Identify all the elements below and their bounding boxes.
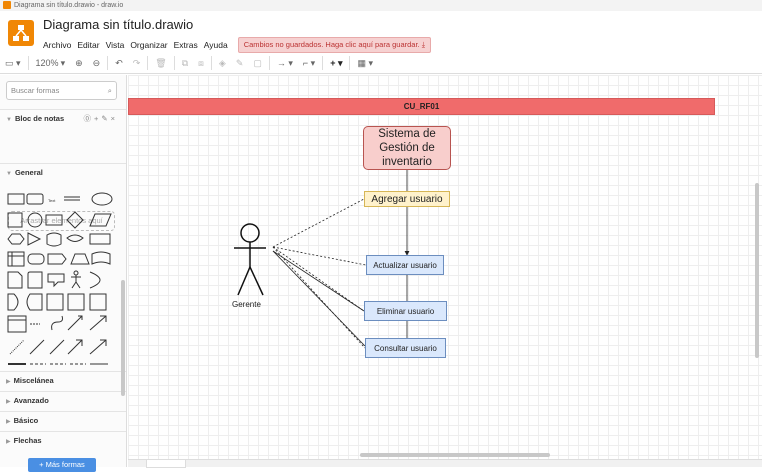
zoom-value: 120% xyxy=(35,58,59,68)
use-case-id-label: CU_RF01 xyxy=(403,102,440,111)
save-download-icon: ⤓ xyxy=(421,40,426,49)
section-general-header[interactable]: ▼General xyxy=(0,163,126,181)
expand-arrow-icon: ▶ xyxy=(6,419,11,425)
toolbar-divider xyxy=(107,56,109,70)
diagram-canvas[interactable]: CU_RF01 Sistema de Gestión de inventario… xyxy=(128,75,762,459)
use-case-update-label: Actualizar usuario xyxy=(373,260,437,270)
section-avanzado-header[interactable]: ▶Avanzado xyxy=(0,391,126,409)
use-case-title-bar[interactable]: CU_RF01 xyxy=(128,98,715,115)
section-basico-header[interactable]: ▶Básico xyxy=(0,411,126,429)
use-case-add-label: Agregar usuario xyxy=(371,193,443,205)
assoc-gerente-delete xyxy=(272,246,365,312)
scratchpad-actions[interactable]: ⓪+✎× xyxy=(83,114,118,123)
format-panel-toggle-button[interactable]: ▭ ▾ xyxy=(5,57,21,68)
search-shapes-input[interactable]: Buscar formas ⌕ xyxy=(6,81,117,100)
window-titlebar: Diagrama sin título.drawio - draw.io xyxy=(0,0,762,11)
to-back-icon[interactable]: ⧈ xyxy=(198,57,204,68)
unsaved-label: Cambios no guardados. Haga clic aquí par… xyxy=(243,40,420,49)
shadow-icon[interactable]: ▢ xyxy=(253,57,262,68)
section-avanzado-label: Avanzado xyxy=(13,396,49,405)
toolbar-divider xyxy=(147,56,149,70)
more-shapes-button[interactable]: + Más formas xyxy=(28,458,96,472)
section-basico-label: Básico xyxy=(13,416,39,425)
menu-bar: Archivo Editar Vista Organizar Extras Ay… xyxy=(43,37,432,53)
toolbar-divider xyxy=(349,56,351,70)
use-case-consult-label: Consultar usuario xyxy=(374,343,437,353)
connection-style-icon[interactable]: → ▾ xyxy=(276,57,293,68)
delete-icon[interactable]: 🗑 xyxy=(155,57,167,68)
use-case-delete-user[interactable]: Eliminar usuario xyxy=(364,301,447,321)
scratchpad-title: Bloc de notas xyxy=(14,114,65,123)
canvas-vertical-scrollbar[interactable] xyxy=(755,183,759,358)
menu-organizar[interactable]: Organizar xyxy=(130,40,168,50)
section-miscelanea-header[interactable]: ▶Miscelánea xyxy=(0,371,126,389)
toolbar-divider xyxy=(27,56,29,70)
expand-arrow-icon: ▶ xyxy=(6,379,11,385)
section-general-label: General xyxy=(14,168,43,177)
zoom-in-icon[interactable]: ⊕ xyxy=(75,57,83,68)
general-shapes-palette[interactable]: Text xyxy=(6,188,118,366)
section-flechas-label: Flechas xyxy=(13,436,42,445)
app-icon xyxy=(3,1,11,9)
app-header: Diagrama sin título.drawio Archivo Edita… xyxy=(0,11,762,53)
menu-ayuda[interactable]: Ayuda xyxy=(203,40,228,50)
system-label: Sistema de Gestión de inventario xyxy=(378,128,436,168)
collapse-arrow-icon: ▼ xyxy=(6,171,12,177)
sidebar-scrollbar[interactable] xyxy=(121,280,125,396)
undo-icon[interactable]: ↶ xyxy=(115,57,123,68)
redo-icon[interactable]: ↷ xyxy=(132,57,141,68)
system-box[interactable]: Sistema de Gestión de inventario xyxy=(363,126,451,170)
waypoints-icon[interactable]: ⌐ ▾ xyxy=(302,57,316,68)
scratchpad-section-header[interactable]: ▼Bloc de notas ⓪+✎× xyxy=(0,109,126,127)
toolbar-divider xyxy=(210,56,212,70)
to-front-icon[interactable]: ⧉ xyxy=(181,57,189,68)
connectors-layer xyxy=(234,170,410,349)
menu-vista[interactable]: Vista xyxy=(105,40,125,50)
use-case-delete-label: Eliminar usuario xyxy=(376,306,435,316)
use-case-consult-user[interactable]: Consultar usuario xyxy=(365,338,446,358)
zoom-out-icon[interactable]: ⊖ xyxy=(92,57,101,68)
dropzone-label: Arrastrar elementos aquí xyxy=(20,216,103,225)
zoom-select[interactable]: 120% ▾ xyxy=(35,57,66,69)
toolbar: ▭ ▾ 120% ▾ ⊕ ⊖ ↶ ↷ 🗑 ⧉ ⧈ ◈ ✎ ▢ → ▾ ⌐ ▾ +… xyxy=(0,53,762,74)
unsaved-changes-button[interactable]: Cambios no guardados. Haga clic aquí par… xyxy=(237,37,432,53)
menu-editar[interactable]: Editar xyxy=(77,40,100,50)
toolbar-divider xyxy=(173,56,175,70)
section-miscelanea-label: Miscelánea xyxy=(13,376,54,385)
page-tabs-bar xyxy=(128,459,762,468)
use-case-add-user[interactable]: Agregar usuario xyxy=(364,191,450,207)
solid-gerente-delete xyxy=(272,250,365,312)
menu-extras[interactable]: Extras xyxy=(173,40,198,50)
actor-gerente-figure xyxy=(234,223,266,296)
toolbar-divider xyxy=(322,56,324,70)
search-placeholder: Buscar formas xyxy=(11,86,60,95)
drawio-logo-icon xyxy=(8,20,34,46)
svg-text:Text: Text xyxy=(48,198,56,203)
use-case-update-user[interactable]: Actualizar usuario xyxy=(366,255,444,275)
search-icon: ⌕ xyxy=(107,86,112,95)
table-icon[interactable]: ▦ ▾ xyxy=(357,57,373,68)
insert-icon[interactable]: + ▾ xyxy=(330,57,343,68)
menu-archivo[interactable]: Archivo xyxy=(43,40,72,50)
assoc-gerente-add xyxy=(272,198,365,248)
expand-arrow-icon: ▶ xyxy=(6,439,11,445)
actor-label[interactable]: Gerente xyxy=(232,300,261,309)
assoc-gerente-consult xyxy=(272,246,366,349)
collapse-arrow-icon: ▼ xyxy=(6,117,12,123)
document-title[interactable]: Diagrama sin título.drawio xyxy=(43,17,194,32)
line-color-icon[interactable]: ✎ xyxy=(235,57,244,68)
expand-arrow-icon: ▶ xyxy=(6,399,11,405)
window-title: Diagrama sin título.drawio - draw.io xyxy=(14,2,124,9)
toolbar-divider xyxy=(268,56,270,70)
shapes-sidebar: Buscar formas ⌕ ▼Bloc de notas ⓪+✎× Arra… xyxy=(0,75,127,467)
section-flechas-header[interactable]: ▶Flechas xyxy=(0,431,126,449)
canvas-horizontal-scrollbar[interactable] xyxy=(360,453,550,457)
solid-gerente-consult xyxy=(272,250,366,347)
fill-color-icon[interactable]: ◈ xyxy=(218,57,226,68)
